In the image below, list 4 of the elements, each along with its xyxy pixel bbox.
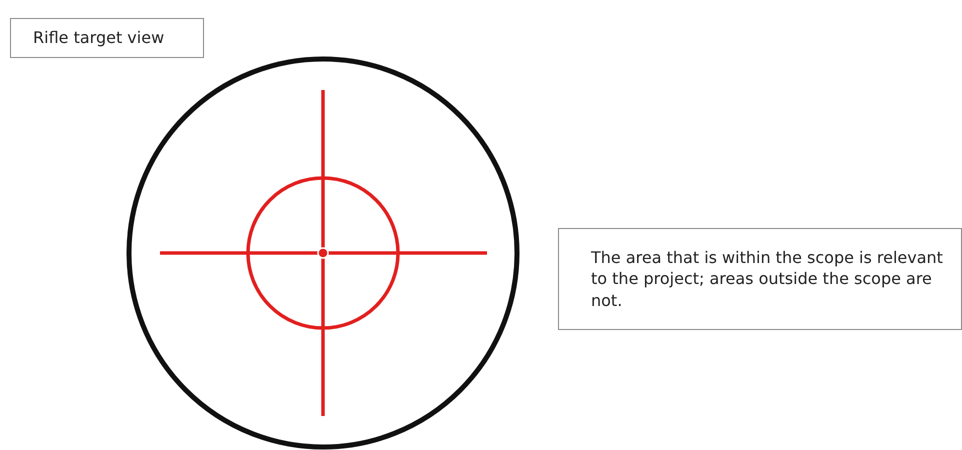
box-text: The area that is within the scope is relevant to the project; areas outside the scope are not.: [591, 246, 944, 312]
text-box: [10, 18, 204, 58]
text-box: [558, 228, 962, 330]
box-text: Rifle target view: [33, 27, 164, 49]
